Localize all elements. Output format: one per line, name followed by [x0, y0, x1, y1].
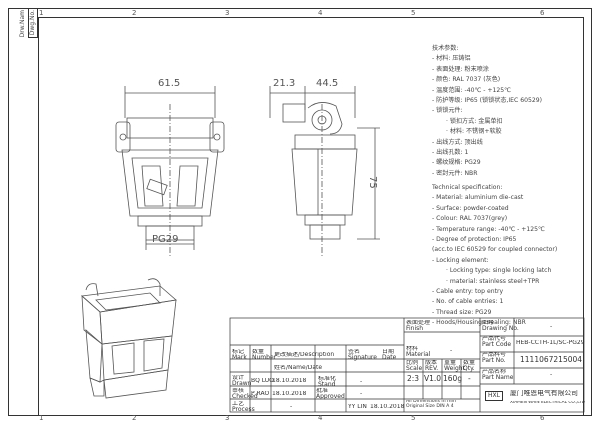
tb-part-code-value: HEB-CCTH-1L/SC-PG29	[516, 340, 585, 346]
tb-part-name-value: -	[550, 372, 553, 378]
tb-drawn-date: 18.10.2018	[272, 378, 307, 384]
spec-cn-line-3: - 颜色: RAL 7037 (灰色)	[432, 76, 501, 84]
front-view	[115, 86, 225, 258]
company-logo: HXL	[485, 391, 503, 402]
side-view	[269, 86, 380, 258]
zone-col-1: 1	[39, 9, 44, 17]
sidebar-strip	[28, 8, 38, 38]
tb-col-name-date: 姓名/Name/Date	[274, 365, 323, 371]
tb-dash-3: -	[290, 404, 293, 410]
spec-cn-line-8: · 材料: 不锈钢+软胶	[446, 128, 502, 136]
dimension-side-width: 44.5	[316, 78, 339, 89]
tb-col-change: 更改描述/Description	[274, 352, 335, 358]
title-block-grid	[229, 317, 585, 413]
tb-material-value: -	[450, 348, 453, 354]
tb-company-en: XIAMEN WAIN ELECTRICAL CO.,LTD	[510, 401, 586, 405]
tb-rev-value: V1.0	[424, 375, 442, 383]
spec-cn-line-6: - 锁锁元件:	[432, 107, 463, 115]
tb-scale-value: 2:3	[407, 375, 420, 383]
isometric-view	[81, 278, 177, 399]
spec-cn-line-4: - 温度范围: -40℃ - +125℃	[432, 86, 511, 94]
tb-part-no-value: 1111067215004	[520, 356, 583, 364]
spec-en-line-11: - No. of cable entries: 1	[432, 298, 504, 306]
tb-drawn-name: BQ LUO	[251, 378, 274, 384]
zone-col-5: 5	[411, 9, 416, 17]
zone-col-3: 3	[225, 9, 230, 17]
spec-en-line-8: · Locking type: single locking latch	[446, 267, 552, 275]
tb-drawing-no-value: -	[550, 324, 553, 330]
spec-en-line-13: - Hoods/Housings sealing: NBR	[432, 319, 526, 327]
tb-dash-2: -	[360, 391, 363, 397]
zone-col-4: 4	[318, 9, 323, 17]
spec-cn-line-9: - 出线方式: 顶出线	[432, 138, 483, 146]
tb-approved-name: YY LIN	[348, 404, 367, 410]
spec-en-line-1: - Material: aluminium die-cast	[432, 194, 524, 202]
spec-cn-line-11: - 螺纹规格: PG29	[432, 159, 481, 167]
spec-en-line-5: - Degree of protection: IP65	[432, 235, 517, 243]
zone-col-2: 2	[132, 9, 137, 17]
inner-frame	[38, 17, 584, 416]
spec-en-line-9: · material: stainless steel+TPR	[446, 277, 540, 285]
spec-cn-heading: 技术参数:	[432, 45, 459, 52]
zone-col-4-bottom: 4	[318, 414, 323, 422]
tb-qty-value: -	[468, 375, 471, 383]
dimension-side-offset: 21.3	[273, 78, 296, 89]
dimension-front-width: 61.5	[158, 78, 181, 89]
dimension-thread: PG29	[152, 234, 179, 245]
spec-en-heading: Technical specification:	[432, 184, 503, 191]
spec-cn-line-5: - 防护等级: IP65 (锁锁状态,IEC 60529)	[432, 96, 542, 104]
spec-cn-line-12: - 密封元件: NBR	[432, 169, 478, 177]
tb-checked-date: 18.10.2018	[272, 391, 307, 397]
spec-en-block: Technical specification: - Material: alu…	[432, 183, 557, 328]
tb-dash-1: -	[360, 379, 363, 385]
tb-approved-date: 18.10.2018	[370, 404, 405, 410]
zone-col-6-bottom: 6	[540, 414, 545, 422]
zone-col-6: 6	[540, 9, 545, 17]
zone-col-1-bottom: 1	[39, 414, 44, 422]
spec-en-line-12: - Thread size: PG29	[432, 308, 492, 316]
tb-company-cn: 厦门唯恩电气有限公司	[510, 390, 578, 397]
spec-en-line-3: - Colour: RAL 7037(grey)	[432, 215, 508, 223]
spec-cn-line-10: - 出线孔数: 1	[432, 148, 469, 156]
spec-cn-block: 技术参数: - 材料: 压铸铝 - 表面处理: 粉末喷涂 - 颜色: RAL 703…	[432, 44, 542, 179]
dimension-side-height: 75	[367, 176, 378, 189]
spec-en-line-10: - Cable entry: top entry	[432, 287, 504, 295]
spec-cn-line-2: - 表面处理: 粉末喷涂	[432, 65, 489, 73]
spec-en-line-4: - Temperature range: -40℃ - +125℃	[432, 225, 545, 233]
tb-weight-value: 160g	[443, 375, 463, 383]
spec-en-line-2: - Surface: powder-coated	[432, 204, 509, 212]
zone-col-2-bottom: 2	[132, 414, 137, 422]
zone-col-3-bottom: 3	[225, 414, 230, 422]
spec-en-line-6: (acc.to IEC 60529 for coupled connector)	[432, 246, 558, 254]
spec-en-line-7: - Locking element:	[432, 256, 489, 264]
zone-col-5-bottom: 5	[411, 414, 416, 422]
tb-checked-name: P RAO	[251, 391, 270, 397]
spec-cn-line-7: · 锁扣方式: 金属单扣	[446, 117, 503, 125]
spec-cn-line-1: - 材料: 压铸铝	[432, 55, 471, 63]
